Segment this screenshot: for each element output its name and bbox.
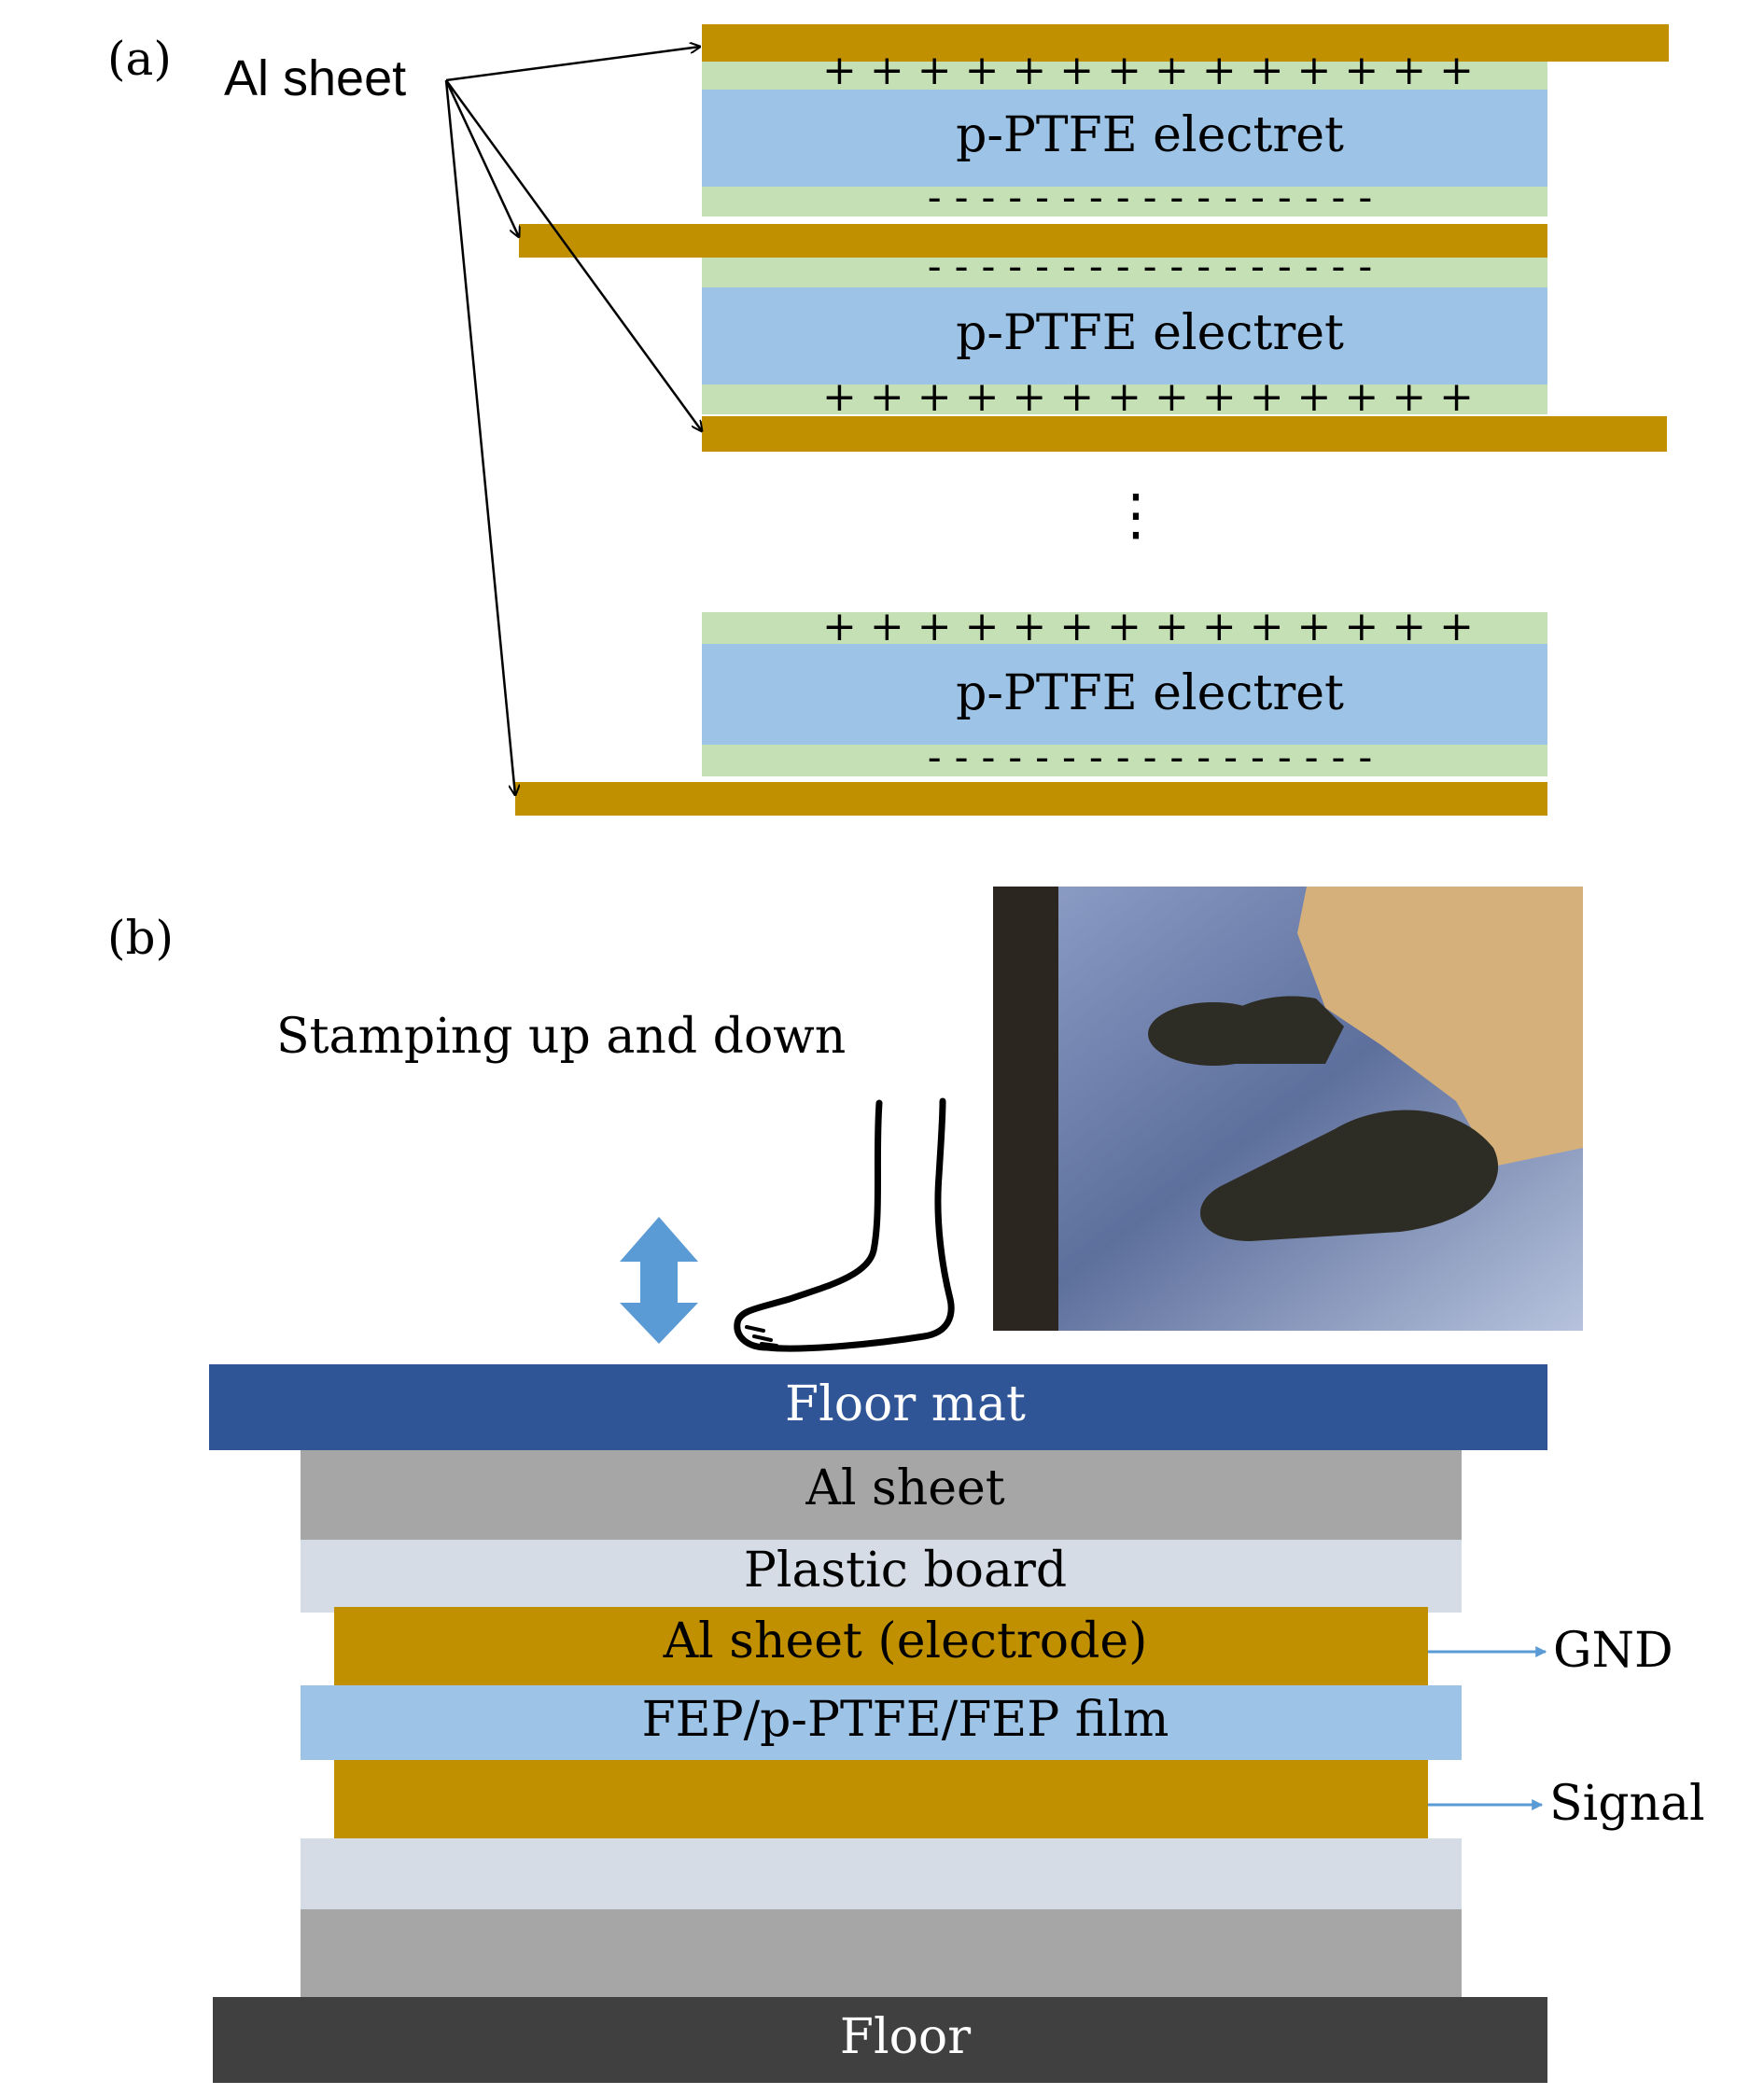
arrow-to-al-sheet-4 <box>444 79 515 795</box>
minus-charges-1: - - - - - - - - - - - - - - - - - <box>928 174 1373 221</box>
charge-layer-1a <box>702 62 1547 90</box>
charge-layer-2a <box>702 258 1547 287</box>
plus-charges-2: + + + + + + + + + + + + + + <box>822 373 1474 421</box>
film-label: FEP/p-PTFE/FEP film <box>642 1692 1169 1748</box>
signal-label: Signal <box>1549 1776 1705 1832</box>
fep-ptfe-film-layer <box>301 1685 1462 1760</box>
al-sheet-label: Al sheet <box>224 50 406 106</box>
electret-1 <box>702 90 1547 187</box>
al-sheet-3 <box>702 416 1667 452</box>
plus-charges-3: + + + + + + + + + + + + + + <box>822 603 1474 650</box>
electret-2-label: p-PTFE electret <box>956 305 1344 361</box>
plus-charges-1: + + + + + + + + + + + + + + <box>822 47 1474 94</box>
panel-b: (b) Stamping up and down Floor mat Al sh… <box>107 887 1705 2083</box>
foot-icon <box>734 1097 955 1352</box>
electret-1-label: p-PTFE electret <box>956 107 1344 163</box>
floor-layer <box>213 1997 1547 2083</box>
al-sheet-4 <box>515 782 1547 816</box>
al-electrode-label: Al sheet (electrode) <box>663 1613 1148 1669</box>
al-sheet-top-label: Al sheet <box>805 1460 1004 1516</box>
electret-3-label: p-PTFE electret <box>956 665 1344 721</box>
floor-mat-layer <box>209 1364 1547 1450</box>
panel-a: (a) Al sheet + + + + + + + + + + + + + +… <box>107 24 1669 816</box>
arrow-to-al-sheet-1 <box>445 47 700 82</box>
al-sheet-2 <box>519 224 1547 258</box>
electret-3 <box>702 644 1547 745</box>
minus-charges-3: - - - - - - - - - - - - - - - - - <box>928 733 1373 781</box>
gnd-label: GND <box>1553 1623 1673 1679</box>
al-electrode-bottom-layer <box>334 1760 1428 1838</box>
minus-charges-2: - - - - - - - - - - - - - - - - - <box>928 243 1373 290</box>
photo-person-stamping <box>993 887 1583 1331</box>
floor-mat-label: Floor mat <box>785 1376 1026 1432</box>
charge-layer-1b <box>702 187 1547 216</box>
al-sheet-1 <box>702 24 1669 62</box>
al-sheet-bottom-layer <box>301 1909 1462 1997</box>
floor-label: Floor <box>840 2009 971 2065</box>
panel-a-label: (a) <box>107 32 172 86</box>
plastic-board-top-layer <box>301 1540 1462 1613</box>
al-sheet-top-layer <box>301 1450 1462 1540</box>
charge-layer-3a <box>702 612 1547 644</box>
charge-layer-2b <box>702 384 1547 414</box>
ellipsis: ⋮ <box>1108 482 1164 548</box>
electret-2 <box>702 287 1547 384</box>
stamping-label: Stamping up and down <box>276 1009 846 1065</box>
charge-layer-3b <box>702 745 1547 776</box>
arrow-to-al-sheet-2 <box>444 79 519 237</box>
plastic-board-bottom-layer <box>301 1838 1462 1909</box>
panel-b-label: (b) <box>107 911 174 965</box>
plastic-board-label: Plastic board <box>744 1543 1067 1599</box>
pointer-arrows <box>444 47 702 795</box>
up-down-arrow-icon <box>620 1217 698 1344</box>
al-electrode-top-layer <box>334 1607 1428 1685</box>
arrow-to-al-sheet-3 <box>444 79 702 431</box>
